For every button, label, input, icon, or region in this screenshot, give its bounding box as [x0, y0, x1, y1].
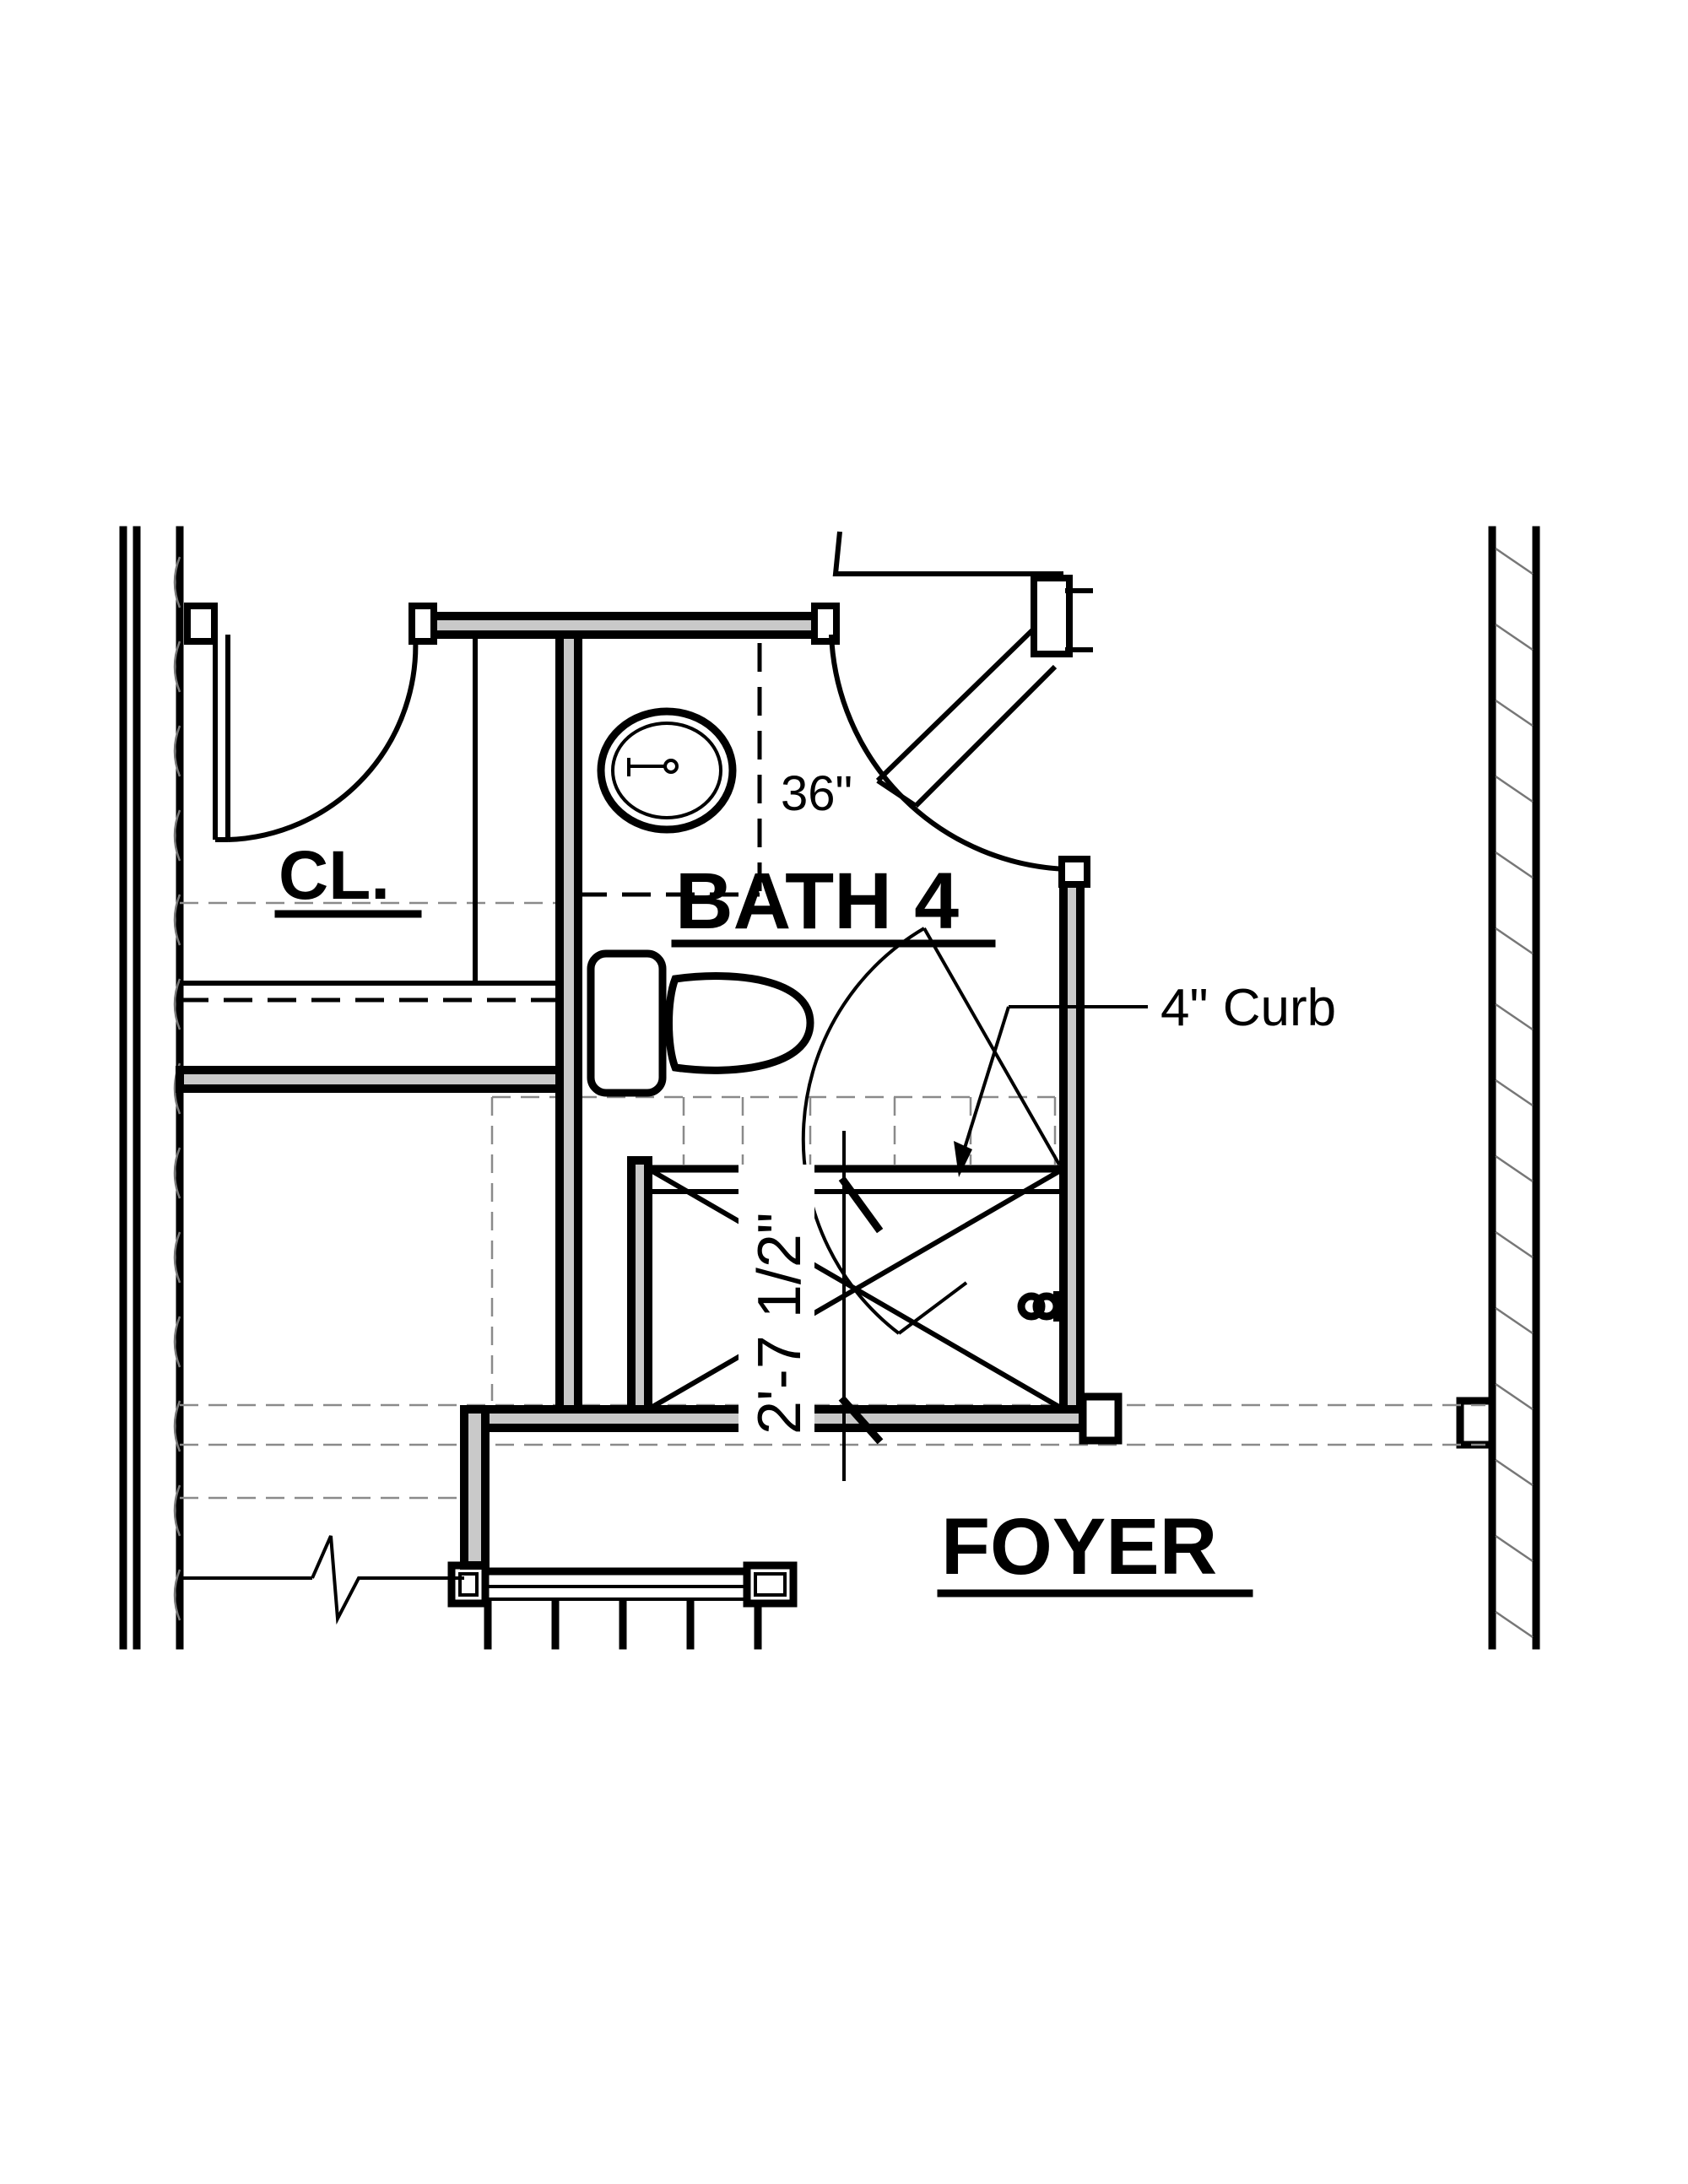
toilet	[587, 949, 814, 1097]
curb-note: 4" Curb	[1160, 979, 1336, 1037]
shower	[644, 927, 1068, 1481]
closet-details	[180, 603, 840, 1003]
vanity-sink	[578, 643, 762, 897]
vanity-dimension: 36"	[781, 766, 852, 821]
foyer-label: FOYER	[941, 1502, 1217, 1592]
curb-leader	[954, 1005, 1148, 1177]
left-exterior-wall	[119, 526, 184, 1650]
shower-dimension: 2'-7 1/2"	[746, 1213, 814, 1435]
wall-end-block	[1079, 1392, 1123, 1445]
bath-label: BATH 4	[675, 857, 959, 946]
right-exterior-wall	[1456, 526, 1540, 1650]
annotations: 36" 4" Curb 2'-7 1/2"	[746, 766, 1336, 1435]
room-labels: CL. BATH 4 FOYER	[274, 837, 1253, 1597]
closet-label: CL.	[279, 837, 390, 914]
lower-entry-window	[180, 1535, 798, 1650]
bath-door	[829, 531, 1093, 888]
